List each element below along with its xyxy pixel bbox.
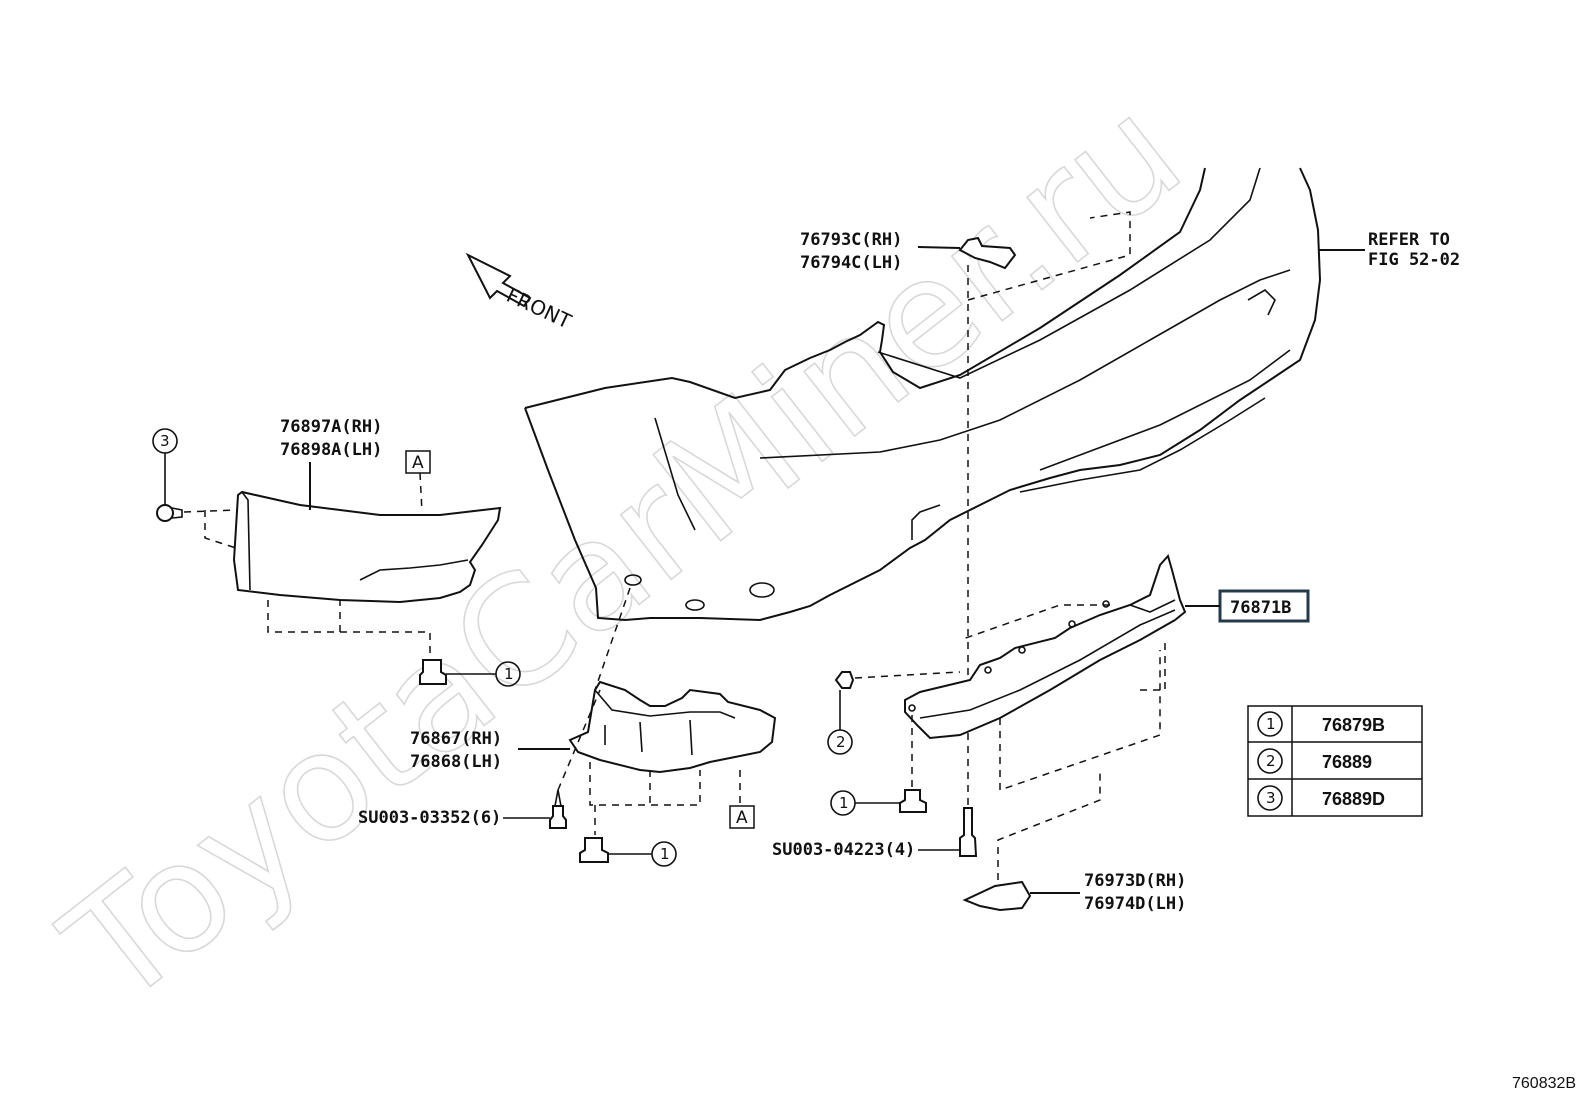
bolt-1b — [579, 837, 609, 863]
label-su003-04223: SU003-04223(4) — [772, 840, 915, 860]
callout-1b-circle — [651, 841, 677, 867]
screw-su003-04223 — [959, 807, 978, 857]
ref-a-2: A — [736, 808, 748, 828]
legend-num-3: 3 — [1266, 789, 1276, 807]
label-76974d-lh: 76974D(LH) — [1084, 894, 1186, 914]
under-cover — [904, 553, 1187, 740]
callout-1c-circle — [830, 790, 856, 816]
upper-retainer-bracket — [958, 236, 1017, 270]
bolt-1c — [899, 789, 927, 813]
label-su003-03352: SU003-03352(6) — [358, 808, 501, 828]
legend-num-2: 2 — [1266, 752, 1276, 770]
callout-1b-num: 1 — [660, 845, 670, 863]
center-bracket — [568, 680, 777, 774]
label-76973d-rh: 76973D(RH) — [1084, 871, 1186, 891]
label-76868-lh: 76868(LH) — [410, 752, 502, 772]
legend-num-1: 1 — [1266, 715, 1276, 733]
figure-code: 760832B — [1512, 1075, 1576, 1092]
callout-3-num: 3 — [160, 432, 170, 450]
legend-part-1: 76879B — [1322, 715, 1385, 735]
small-cover-plate — [962, 880, 1032, 912]
bolt-1a — [419, 659, 447, 685]
ref-box-a-2 — [729, 805, 755, 829]
ref-box-a-1 — [405, 450, 431, 474]
callout-1a-circle — [495, 661, 521, 687]
leader-76793 — [917, 246, 961, 249]
front-label: FRONT — [503, 283, 576, 334]
legend-table: 1 76879B 2 76889 3 76889D — [1247, 705, 1423, 817]
callout-1c-num: 1 — [839, 794, 849, 812]
callout-2-circle — [827, 729, 853, 755]
label-76794c-lh: 76794C(LH) — [800, 253, 902, 273]
ref-a-1: A — [412, 453, 424, 473]
legend-part-2: 76889 — [1322, 752, 1372, 772]
callout-2-num: 2 — [836, 733, 846, 751]
label-76898a-lh: 76898A(LH) — [280, 440, 382, 460]
clip-3 — [156, 504, 183, 522]
callout-1a-num: 1 — [504, 665, 514, 683]
side-spoiler — [232, 490, 502, 604]
rear-bumper-cover — [524, 167, 1322, 622]
label-76867-rh: 76867(RH) — [410, 729, 502, 749]
clip-2 — [834, 671, 855, 689]
legend-row-3: 3 76889D — [1257, 785, 1385, 811]
refer-text-line1: REFER TO — [1368, 230, 1450, 250]
legend-row-1: 1 76879B — [1257, 711, 1385, 737]
legend-part-3: 76889D — [1322, 789, 1385, 809]
legend-row-2: 2 76889 — [1257, 748, 1372, 774]
refer-text-line2: FIG 52-02 — [1368, 250, 1460, 270]
label-76897a-rh: 76897A(RH) — [280, 417, 382, 437]
screw-su003-03352 — [549, 789, 567, 829]
label-76871b: 76871B — [1230, 598, 1291, 618]
label-76793c-rh: 76793C(RH) — [800, 230, 902, 250]
front-arrow-icon — [465, 252, 532, 308]
